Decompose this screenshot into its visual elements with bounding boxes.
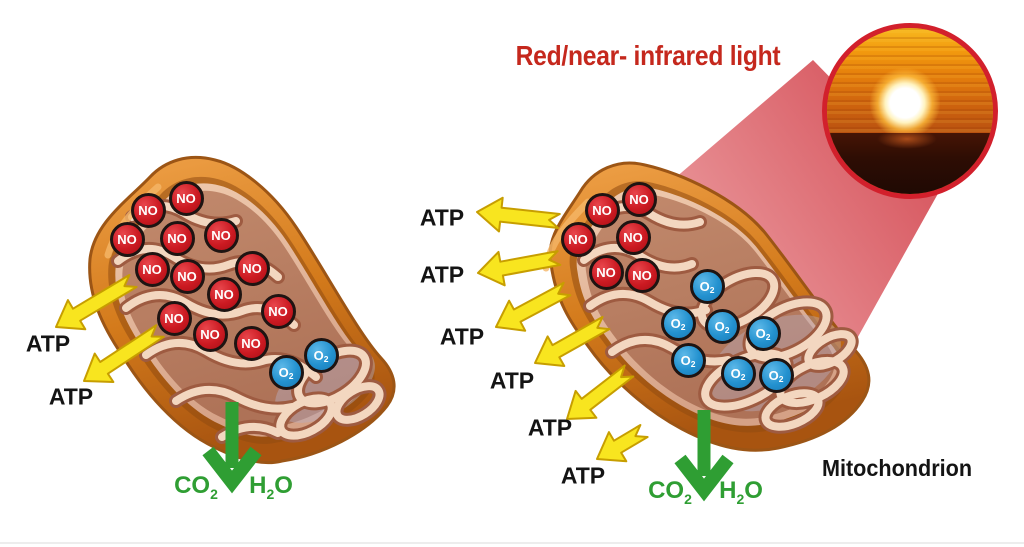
no-molecule: NO	[159, 220, 195, 256]
h2o-label: H2O	[249, 472, 293, 502]
no-molecule: NO	[130, 192, 166, 228]
no-molecule: NO	[615, 219, 651, 255]
atp-arrow	[55, 274, 138, 331]
no-molecule: NO	[621, 181, 657, 217]
no-molecule: NO	[233, 325, 269, 361]
sun-disk	[870, 67, 940, 138]
no-molecule: NO	[156, 300, 192, 336]
atp-label: ATP	[419, 204, 465, 231]
no-molecule: NO	[109, 221, 145, 257]
sunset-photo-circle	[822, 23, 998, 199]
no-molecule: NO	[134, 251, 170, 287]
no-molecule: NO	[169, 258, 205, 294]
no-molecule: NO	[560, 221, 596, 257]
no-molecule: NO	[260, 293, 296, 329]
atp-label: ATP	[560, 462, 606, 489]
atp-arrow	[83, 324, 165, 383]
diagram-title: Red/near- infrared light	[515, 40, 781, 71]
no-molecule: NO	[584, 192, 620, 228]
no-molecule: NO	[588, 254, 624, 290]
sun-reflection	[876, 129, 937, 150]
atp-arrow	[566, 364, 635, 420]
atp-label: ATP	[439, 323, 485, 350]
atp-arrow	[477, 250, 562, 287]
bottom-divider	[0, 542, 1024, 544]
no-molecule: NO	[203, 217, 239, 253]
no-molecule: NO	[192, 316, 228, 352]
atp-arrow	[495, 281, 572, 332]
green-arrow-head	[202, 446, 262, 494]
no-molecule: NO	[168, 180, 204, 216]
mitochondrion-label: Mitochondrion	[821, 455, 973, 481]
atp-label: ATP	[527, 414, 573, 441]
no-molecule: NO	[234, 250, 270, 286]
atp-arrow	[596, 424, 649, 463]
no-molecule: NO	[206, 276, 242, 312]
atp-label: ATP	[419, 261, 465, 288]
co2-label: CO2	[174, 472, 218, 502]
green-arrow-head	[674, 454, 734, 502]
atp-label: ATP	[25, 330, 71, 357]
atp-arrow	[476, 196, 561, 233]
no-molecule: NO	[624, 257, 660, 293]
co2-label: CO2	[648, 477, 692, 507]
atp-arrow	[534, 315, 611, 367]
atp-label: ATP	[489, 367, 535, 394]
h2o-label: H2O	[719, 477, 763, 507]
atp-label: ATP	[48, 383, 94, 410]
